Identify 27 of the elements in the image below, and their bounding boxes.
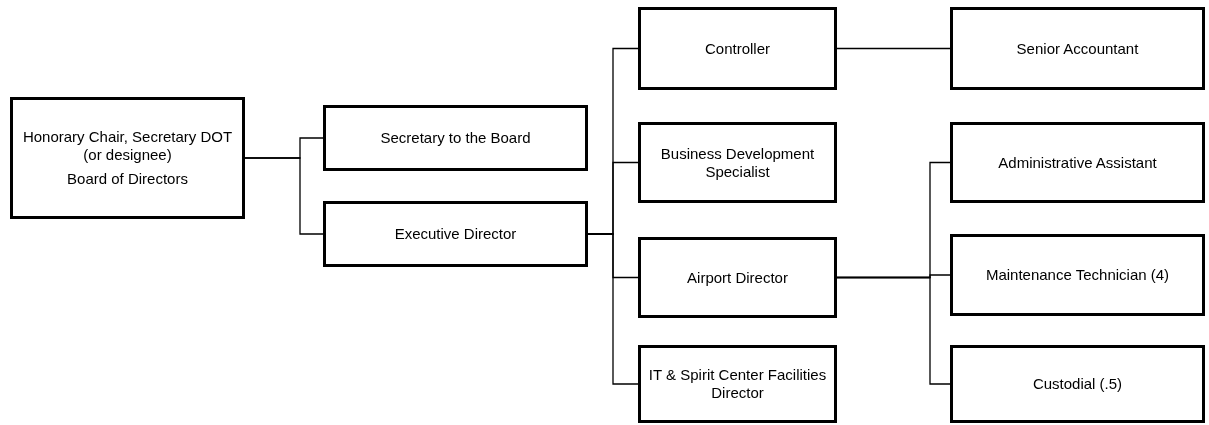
role-label: IT & Spirit Center Facilities Director	[647, 366, 828, 402]
role-label: Administrative Assistant	[998, 153, 1157, 172]
connector-line	[836, 47, 951, 50]
role-label: Maintenance Technician (4)	[985, 266, 1170, 284]
org-box	[323, 105, 588, 171]
org-box	[638, 7, 837, 90]
org-box	[950, 7, 1205, 90]
role-label: Honorary Chair, Secretary DOT (or designee)	[21, 128, 234, 164]
org-box	[950, 345, 1205, 423]
connector-line	[836, 276, 951, 385]
role-label: Senior Accountant	[1016, 39, 1139, 58]
role-label: Controller	[705, 39, 770, 58]
role-label: Business Development Specialist	[659, 144, 816, 181]
org-box	[323, 201, 588, 267]
role-label: Custodial (.5)	[1032, 375, 1123, 393]
org-box	[638, 122, 837, 203]
org-box	[950, 122, 1205, 203]
connector-line	[587, 233, 639, 385]
connector-line	[244, 157, 324, 235]
org-box	[950, 234, 1205, 316]
role-label: Airport Director	[687, 268, 788, 287]
role-label: Executive Director	[394, 225, 517, 243]
org-box	[10, 97, 245, 219]
org-box	[638, 345, 837, 423]
role-label: Secretary to the Board	[380, 129, 531, 147]
role-label: Board of Directors	[67, 170, 188, 188]
org-box	[638, 237, 837, 318]
